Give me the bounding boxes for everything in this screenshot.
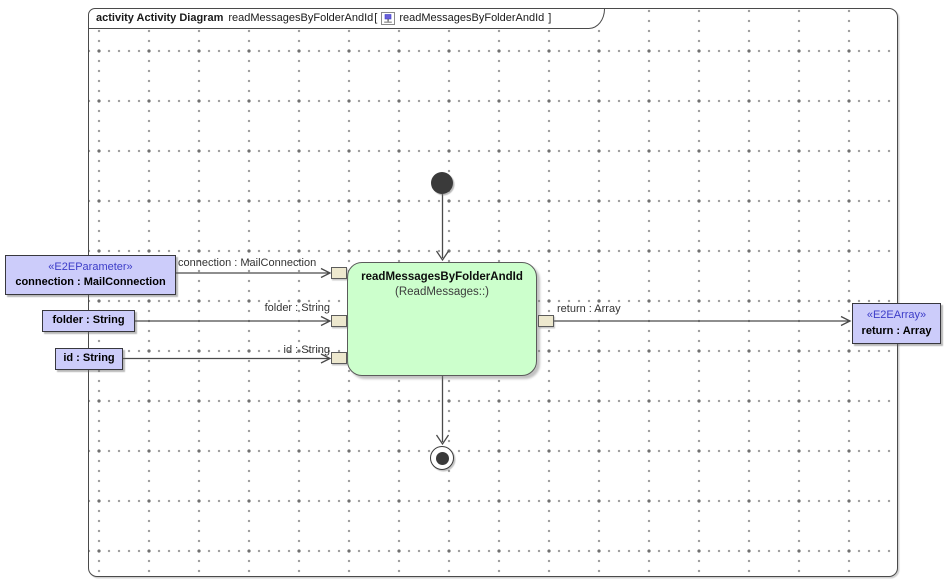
activity-final-node[interactable] <box>430 446 454 470</box>
activity-diagram-icon <box>381 11 396 25</box>
final-node-inner-dot <box>435 451 449 465</box>
tab-diagram-name: readMessagesByFolderAndId <box>228 12 374 24</box>
input-pin-id[interactable] <box>331 352 347 364</box>
activity-node-qualifier: (ReadMessages::) <box>395 286 489 298</box>
parameter-name: folder : String <box>52 314 125 327</box>
parameter-box-folder[interactable]: folder : String <box>42 310 135 332</box>
result-box-return[interactable]: «E2EArray» return : Array <box>852 303 941 344</box>
input-pin-connection[interactable] <box>331 267 347 279</box>
parameter-name: connection : MailConnection <box>15 276 166 288</box>
input-pin-folder[interactable] <box>331 315 347 327</box>
edge-label-id: id : String <box>283 344 330 356</box>
tab-close-bracket: ] <box>548 12 552 24</box>
tab-content-name: readMessagesByFolderAndId <box>399 12 545 24</box>
initial-node[interactable] <box>431 172 453 194</box>
edge-label-folder: folder : String <box>264 302 330 314</box>
output-pin-return[interactable] <box>538 315 554 327</box>
edge-label-connection: connection : MailConnection <box>178 257 317 269</box>
result-stereotype: «E2EArray» <box>866 309 927 322</box>
parameter-box-connection[interactable]: «E2EParameter» connection : MailConnecti… <box>5 255 176 295</box>
tab-open-bracket: [ <box>374 12 378 24</box>
parameter-name: id : String <box>63 352 115 365</box>
activity-node[interactable]: readMessagesByFolderAndId (ReadMessages:… <box>347 262 537 376</box>
parameter-stereotype: «E2EParameter» <box>48 260 133 273</box>
result-name: return : Array <box>861 324 932 337</box>
frame-header-tab[interactable]: activity Activity Diagram readMessagesBy… <box>88 8 605 29</box>
activity-node-title: readMessagesByFolderAndId <box>361 271 523 283</box>
parameter-box-id[interactable]: id : String <box>55 348 123 370</box>
edge-label-return: return : Array <box>557 303 621 315</box>
tab-keyword: activity Activity Diagram <box>96 12 224 24</box>
